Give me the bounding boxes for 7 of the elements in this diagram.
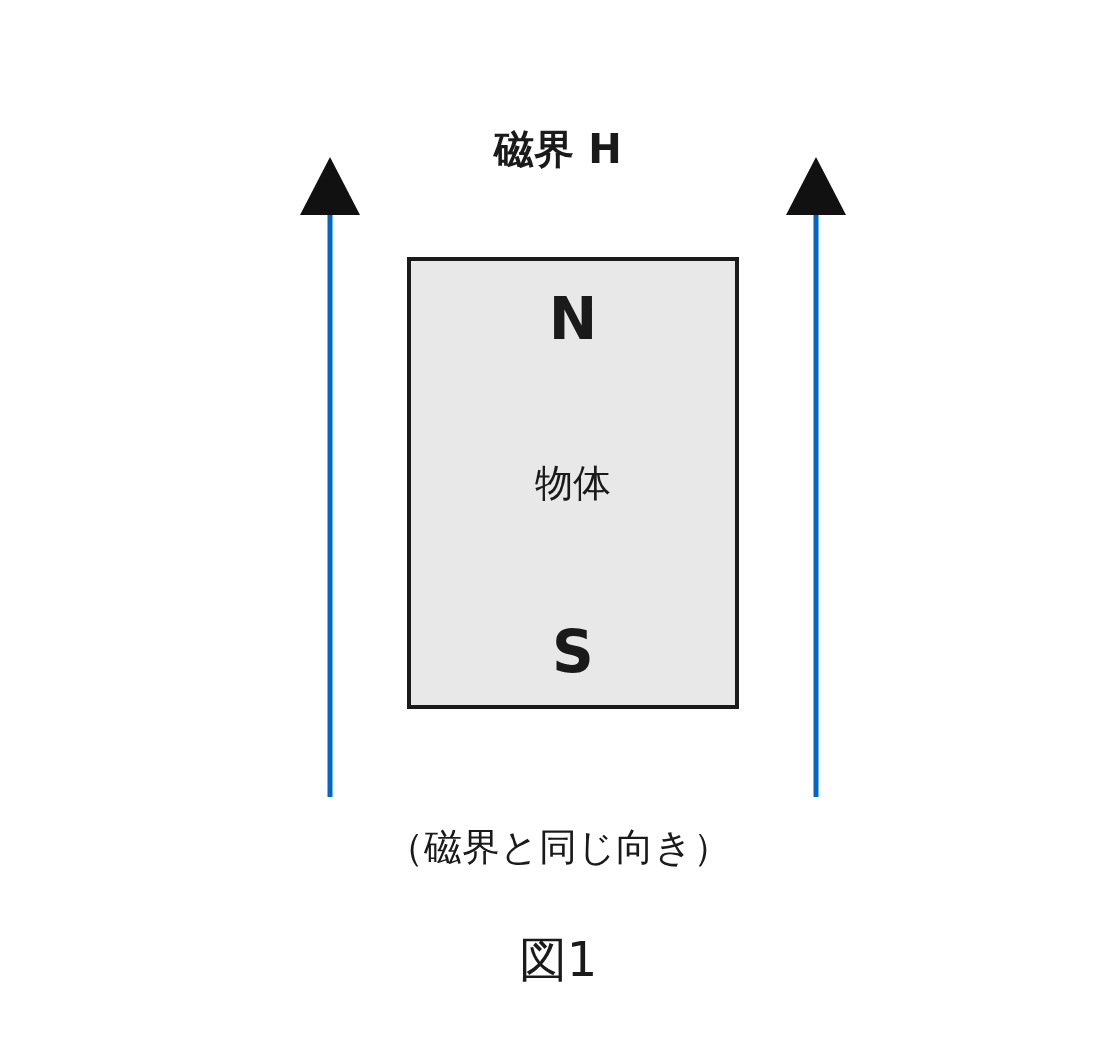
object-box <box>407 257 739 709</box>
pole-label: S <box>551 617 595 686</box>
diagram-title: 磁界 H <box>492 125 623 174</box>
figure-caption: 図1 <box>517 930 599 989</box>
node-label: 物体 <box>534 459 612 507</box>
note-text: （磁界と同じ向き） <box>384 824 732 871</box>
pole-label: N <box>547 284 599 353</box>
